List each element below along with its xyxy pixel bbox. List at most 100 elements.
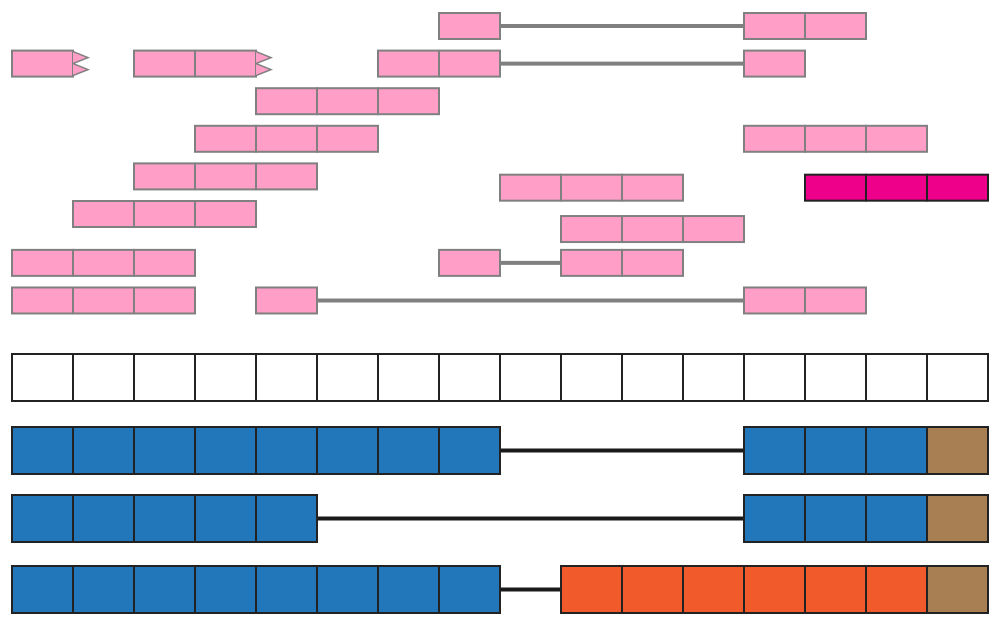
read-segment-unit <box>194 162 257 191</box>
read-segment-unit <box>438 49 501 78</box>
read-segment-unit <box>194 200 257 228</box>
read-segment-unit <box>377 87 440 116</box>
read-segment-unit <box>316 87 379 116</box>
read-14 <box>11 286 196 315</box>
exon-blue-unit <box>438 565 501 614</box>
read-segment <box>377 49 501 78</box>
reads-layer <box>11 12 989 315</box>
read-segment-unit <box>255 162 318 191</box>
read-segment <box>743 12 867 40</box>
exon-blue-unit <box>133 565 196 614</box>
read-segment-unit <box>804 124 867 153</box>
read-segment-unit <box>499 173 562 202</box>
exon-orange <box>560 565 928 614</box>
exon-blue <box>743 494 928 543</box>
exon-blue-unit <box>72 426 135 475</box>
read-segment <box>438 248 501 277</box>
read-segment <box>11 248 196 277</box>
read-10 <box>72 200 257 228</box>
exon-brown <box>926 494 989 543</box>
read-segment-unit <box>621 173 684 202</box>
read-5 <box>194 124 379 153</box>
exon-blue <box>11 426 501 475</box>
read-segment-unit <box>11 49 74 78</box>
exon-orange-unit <box>560 565 623 614</box>
read-segment-unit <box>377 49 440 78</box>
read-segment <box>560 215 745 244</box>
read-3 <box>377 49 806 78</box>
exon-blue-unit <box>194 565 257 614</box>
read-segment <box>560 248 684 277</box>
read-segment-unit <box>804 12 867 40</box>
reference-cell-unit <box>11 353 74 402</box>
reference-cell-unit <box>865 353 928 402</box>
read-segment-unit <box>255 286 318 315</box>
exon-brown-unit <box>926 565 989 614</box>
reference-cell-unit <box>438 353 501 402</box>
exon-blue-unit <box>133 494 196 543</box>
exon-blue-unit <box>11 426 74 475</box>
reference-cell-unit <box>926 353 989 402</box>
read-0 <box>438 12 867 40</box>
exon-blue <box>11 494 318 543</box>
reference-cell-unit <box>743 353 806 402</box>
exon-orange-unit <box>804 565 867 614</box>
exon-orange-unit <box>743 565 806 614</box>
read-end-chevron-icon <box>255 50 274 77</box>
exon-blue-unit <box>194 494 257 543</box>
exon-blue-unit <box>11 494 74 543</box>
read-segment-unit <box>133 248 196 277</box>
read-segment-unit <box>682 215 745 244</box>
read-segment-unit <box>255 87 318 116</box>
transcript-2 <box>11 565 989 614</box>
transcripts-layer <box>11 426 989 614</box>
read-segment <box>743 286 867 315</box>
read-segment-unit <box>133 200 196 228</box>
read-segment-unit <box>194 124 257 153</box>
read-segment-unit <box>11 286 74 315</box>
read-segment <box>72 200 257 228</box>
exon-blue-unit <box>255 426 318 475</box>
read-segment-unit <box>11 248 74 277</box>
exon-blue-unit <box>133 426 196 475</box>
read-segment-unit <box>804 173 867 202</box>
read-segment-unit <box>438 12 501 40</box>
exon-blue-unit <box>255 494 318 543</box>
reference-cell-unit <box>804 353 867 402</box>
read-segment-unit <box>621 215 684 244</box>
read-11 <box>560 215 745 244</box>
read-segment-unit <box>72 286 135 315</box>
read-segment-unit <box>743 286 806 315</box>
chevron-upper <box>72 50 91 65</box>
exon-blue <box>743 426 928 475</box>
read-segment-unit <box>804 286 867 315</box>
read-segment-unit <box>72 200 135 228</box>
read-4 <box>255 87 440 116</box>
exon-blue-unit <box>377 426 440 475</box>
exon-blue-unit <box>11 565 74 614</box>
read-segment <box>255 87 440 116</box>
read-segment-unit <box>865 173 928 202</box>
exon-brown-unit <box>926 494 989 543</box>
exon-blue-unit <box>377 565 440 614</box>
exon-brown <box>926 426 989 475</box>
reference-cell-unit <box>316 353 379 402</box>
reference-track <box>11 353 989 402</box>
read-segment-unit <box>133 162 196 191</box>
read-segment-unit <box>865 124 928 153</box>
exon-orange-unit <box>621 565 684 614</box>
reference-cell-unit <box>255 353 318 402</box>
exon-blue-unit <box>194 426 257 475</box>
read-segment <box>11 49 74 78</box>
read-end-chevron-icon <box>72 50 91 77</box>
exon-blue-unit <box>255 565 318 614</box>
reference-cell-unit <box>72 353 135 402</box>
read-segment <box>255 286 318 315</box>
read-6 <box>743 124 928 153</box>
reference-cell-unit <box>194 353 257 402</box>
read-segment <box>804 173 989 202</box>
read-segment-unit <box>72 248 135 277</box>
read-segment-unit <box>194 49 257 78</box>
reference-cell-unit <box>682 353 745 402</box>
